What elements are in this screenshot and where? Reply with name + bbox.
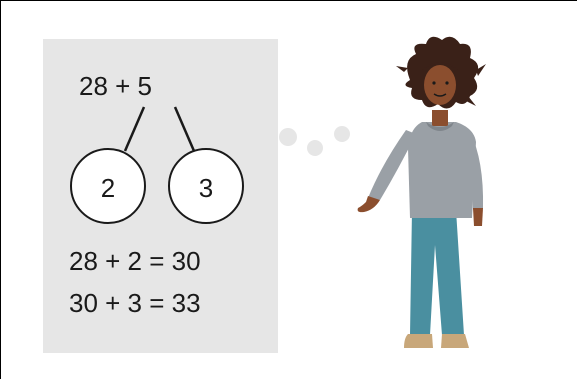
eye-left <box>432 81 436 85</box>
bond-line-right <box>173 106 196 152</box>
sweater <box>408 122 476 218</box>
hand-left <box>357 196 380 213</box>
bond-expression: 28 + 5 <box>79 71 153 101</box>
smile <box>433 93 447 97</box>
number-bond-diagram <box>70 106 244 224</box>
eye-right <box>445 81 449 85</box>
face <box>424 65 456 105</box>
student-illustration <box>279 36 486 348</box>
neck <box>432 110 448 126</box>
equation-step-2: 30 + 3 = 33 <box>69 288 201 318</box>
bond-circle-left <box>70 148 146 224</box>
shoes <box>404 334 469 348</box>
bond-line-left <box>123 106 146 152</box>
bond-part-left: 2 <box>100 173 116 203</box>
bond-circle-right <box>168 148 244 224</box>
hair-fringe <box>422 62 458 70</box>
bond-part-right: 3 <box>198 173 214 203</box>
hand-right <box>473 208 483 226</box>
thought-bubble-dots <box>279 126 350 156</box>
collar <box>426 122 454 131</box>
sweater-arm-left <box>368 130 416 200</box>
equation-step-1: 28 + 2 = 30 <box>69 246 201 276</box>
pants <box>410 210 464 335</box>
